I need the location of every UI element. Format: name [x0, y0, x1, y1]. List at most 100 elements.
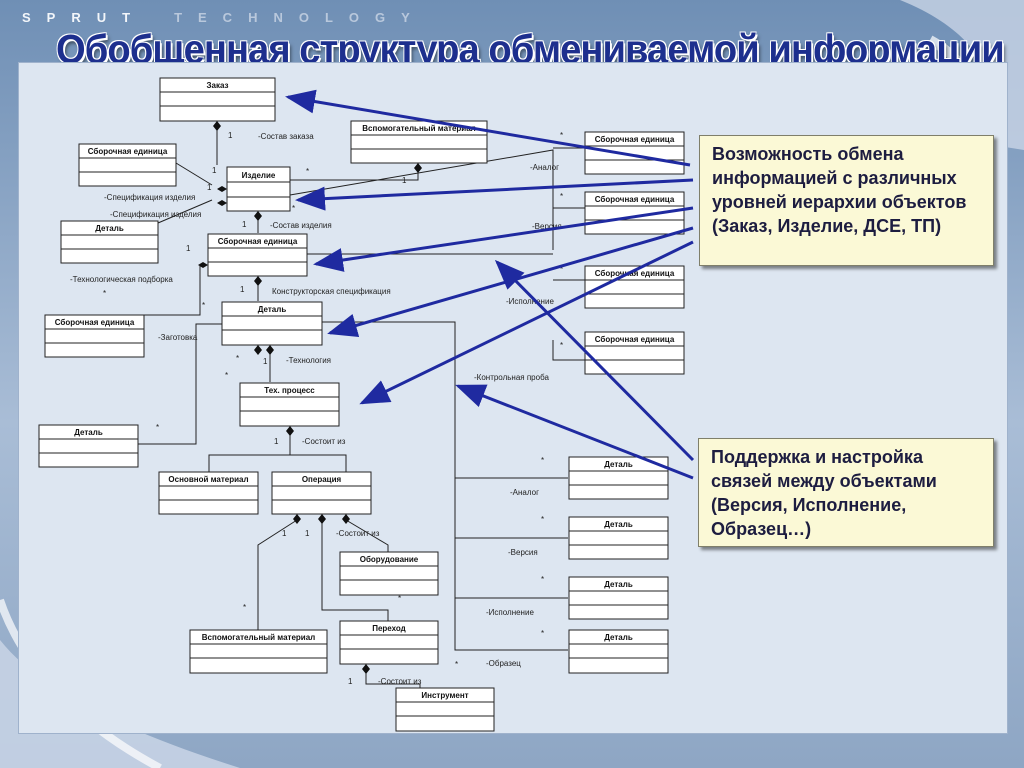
role-analog1: -Аналог	[530, 163, 559, 172]
brand-logo: SPRUT TECHNOLOGY	[22, 10, 426, 25]
callout-hierarchy: Возможность обмена информацией с различн…	[699, 135, 994, 266]
role-analog2: -Аналог	[510, 488, 539, 497]
role-tech-pick: -Технологическая подборка	[70, 275, 173, 284]
multiplicity-many-20: *	[156, 423, 159, 432]
class-name-base-mat: Основной материал	[168, 475, 248, 484]
class-name-product: Изделие	[242, 171, 276, 180]
role-design-spec: Конструкторская спецификация	[272, 287, 391, 296]
multiplicity-one-2: 1	[207, 183, 212, 192]
class-name-asm-r1: Сборочная единица	[595, 135, 675, 144]
role-consists2: -Состоит из	[336, 529, 380, 538]
class-name-asm-mid: Сборочная единица	[218, 237, 298, 246]
class-box-base-mat: Основной материал	[158, 471, 259, 515]
class-box-transition: Переход	[339, 620, 439, 665]
multiplicity-one-6: 1	[402, 176, 407, 185]
class-box-detail-left1: Деталь	[60, 220, 159, 264]
role-execution1: -Исполнение	[506, 297, 554, 306]
multiplicity-one-8: 1	[274, 437, 279, 446]
multiplicity-many-21: *	[541, 456, 544, 465]
class-name-asm-r3: Сборочная единица	[595, 269, 675, 278]
class-box-asm-left: Сборочная единица	[78, 143, 177, 187]
class-name-tool: Инструмент	[421, 691, 468, 700]
multiplicity-one-7: 1	[263, 357, 268, 366]
class-name-asm-left: Сборочная единица	[88, 147, 168, 156]
class-name-detail-r1: Деталь	[604, 460, 633, 469]
class-box-tech-proc: Тех. процесс	[239, 382, 340, 427]
multiplicity-many-14: *	[103, 289, 106, 298]
class-box-detail-r3: Деталь	[568, 576, 669, 620]
multiplicity-many-22: *	[541, 515, 544, 524]
role-execution2: -Исполнение	[486, 608, 534, 617]
class-box-asm-r1: Сборочная единица	[584, 131, 685, 175]
class-name-detail-r2: Деталь	[604, 520, 633, 529]
multiplicity-many-27: *	[455, 660, 458, 669]
role-consists1: -Состоит из	[302, 437, 346, 446]
role-consists3: -Состоит из	[378, 677, 422, 686]
class-name-asm-r2: Сборочная единица	[595, 195, 675, 204]
class-name-detail-mid: Деталь	[258, 305, 287, 314]
multiplicity-one-3: 1	[242, 220, 247, 229]
class-name-detail-r4: Деталь	[604, 633, 633, 642]
multiplicity-many-18: *	[202, 301, 205, 310]
class-box-product: Изделие	[226, 166, 291, 212]
class-name-asm-left2: Сборочная единица	[55, 318, 135, 327]
role-spec1: -Спецификация изделия	[104, 193, 195, 202]
class-name-aux-bottom: Вспомогательный материал	[202, 633, 315, 642]
multiplicity-one-4: 1	[186, 244, 191, 253]
role-blank: -Заготовка	[158, 333, 198, 342]
callout-arrows	[285, 89, 695, 480]
callout-links: Поддержка и настройка связей между объек…	[698, 438, 994, 547]
class-name-detail-r3: Деталь	[604, 580, 633, 589]
multiplicity-many-25: *	[398, 594, 401, 603]
multiplicity-one-11: 1	[348, 677, 353, 686]
role-technology: -Технология	[286, 356, 331, 365]
association-lines	[138, 121, 585, 688]
brand-right: TECHNOLOGY	[174, 10, 426, 25]
class-box-detail-r2: Деталь	[568, 516, 669, 560]
class-name-asm-r4: Сборочная единица	[595, 335, 675, 344]
class-name-equipment: Оборудование	[360, 555, 419, 564]
class-box-order: Заказ	[159, 77, 276, 122]
multiplicity-one-10: 1	[305, 529, 310, 538]
role-version1: -Версия	[532, 222, 562, 231]
composition-diamonds	[198, 121, 422, 674]
class-name-detail-left2: Деталь	[74, 428, 103, 437]
class-name-tech-proc: Тех. процесс	[264, 386, 315, 395]
class-box-detail-mid: Деталь	[221, 301, 323, 346]
multiplicity-one-1: 1	[212, 166, 217, 175]
class-box-asm-mid: Сборочная единица	[207, 233, 308, 277]
multiplicity-many-19: *	[236, 354, 239, 363]
role-spec2: -Спецификация изделия	[110, 210, 201, 219]
class-name-transition: Переход	[372, 624, 406, 633]
multiplicity-many-24: *	[541, 629, 544, 638]
multiplicity-one-5: 1	[240, 285, 245, 294]
class-name-aux-top: Вспомогательный материал	[362, 124, 475, 133]
multiplicity-many-23: *	[541, 575, 544, 584]
class-box-asm-left2: Сборочная единица	[44, 314, 145, 358]
class-box-detail-left2: Деталь	[38, 424, 139, 468]
class-box-equipment: Оборудование	[339, 551, 439, 596]
callout-hierarchy-text: Возможность обмена информацией с различн…	[712, 144, 967, 236]
class-box-operation: Операция	[271, 471, 372, 515]
multiplicity-many-16: *	[560, 265, 563, 274]
role-version2: -Версия	[508, 548, 538, 557]
class-name-operation: Операция	[302, 475, 342, 484]
class-box-detail-r4: Деталь	[568, 629, 669, 674]
class-box-detail-r1: Деталь	[568, 456, 669, 500]
multiplicity-many-12: *	[560, 131, 563, 140]
callout-links-text: Поддержка и настройка связей между объек…	[711, 447, 937, 539]
multiplicity-one-9: 1	[282, 529, 287, 538]
multiplicity-many-28: *	[292, 204, 295, 213]
role-order-comp: -Состав заказа	[258, 132, 314, 141]
class-name-order: Заказ	[207, 81, 229, 90]
multiplicity-many-13: *	[306, 167, 309, 176]
multiplicity-many-17: *	[560, 341, 563, 350]
multiplicity-many-15: *	[560, 192, 563, 201]
role-sample: -Образец	[486, 659, 521, 668]
brand-left: SPRUT	[22, 10, 147, 25]
multiplicity-one-0: 1	[228, 131, 233, 140]
class-box-tool: Инструмент	[395, 687, 495, 732]
